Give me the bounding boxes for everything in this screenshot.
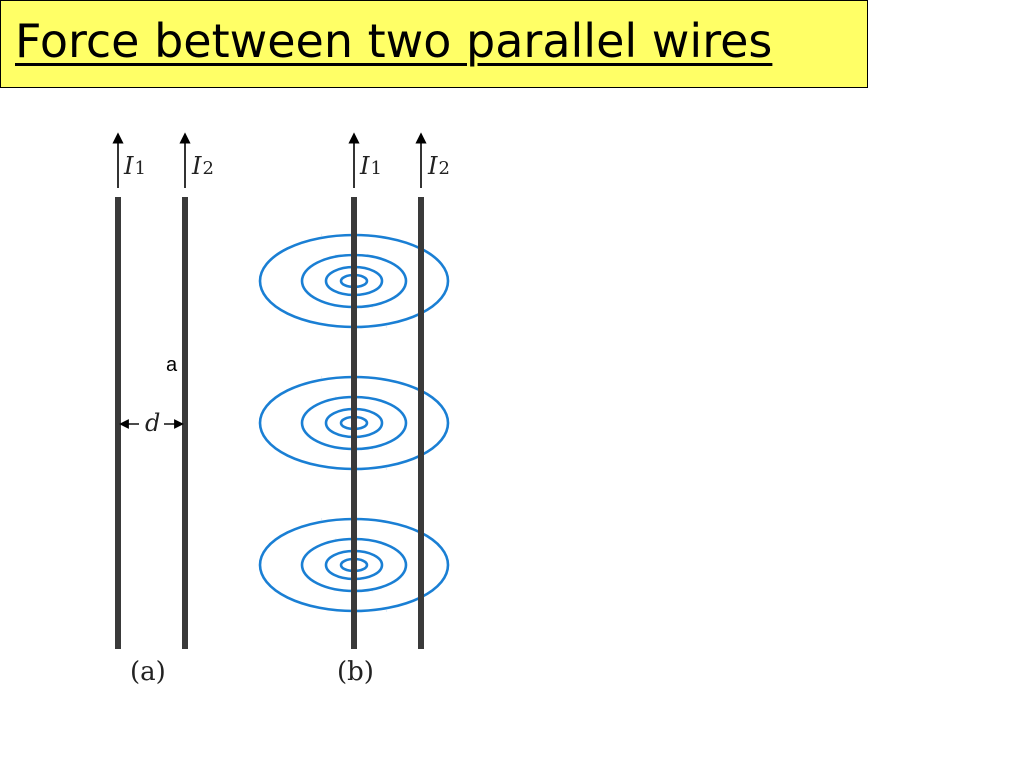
panel-b: I1 I2 (b) <box>258 132 450 687</box>
panel-a-annotation: a <box>166 354 178 376</box>
panel-a-wire2-label: I2 <box>191 152 214 180</box>
separation-label: d <box>145 409 160 437</box>
title-box: Force between two parallel wires <box>0 0 868 88</box>
panel-a-wire-1 <box>115 197 121 649</box>
panel-b-wire1-label: I1 <box>359 152 382 180</box>
panel-b-wire-2 <box>418 197 424 649</box>
panel-a-wire1-label: I1 <box>123 152 146 180</box>
panel-a: I1 I2 a d (a) <box>112 132 214 687</box>
panel-a-caption: (a) <box>130 657 166 687</box>
slide-title: Force between two parallel wires <box>15 14 773 68</box>
panel-b-wire-1 <box>351 197 357 649</box>
panel-b-caption: (b) <box>337 657 374 687</box>
panel-a-wire-2 <box>182 197 188 649</box>
panel-b-wire2-label: I2 <box>427 152 450 180</box>
